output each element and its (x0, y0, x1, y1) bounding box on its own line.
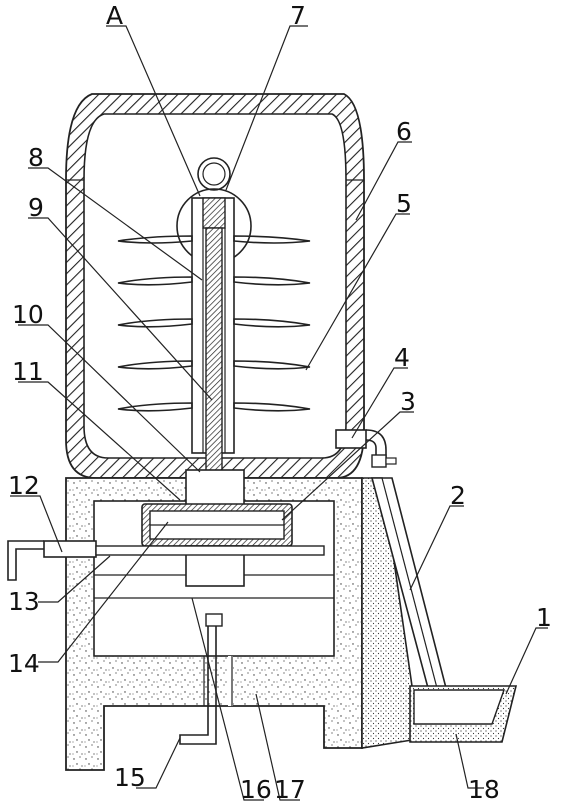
label-15: 15 (114, 763, 146, 792)
label-18: 18 (468, 775, 500, 804)
chute-assembly (361, 477, 518, 749)
label-14: 14 (8, 649, 40, 678)
label-17: 17 (274, 775, 306, 804)
label-13: 13 (8, 587, 40, 616)
label-6: 6 (396, 117, 412, 146)
label-5: 5 (396, 189, 412, 218)
label-9: 9 (28, 193, 44, 222)
label-16: 16 (240, 775, 272, 804)
inlet-pipe (7, 540, 325, 581)
label-11: 11 (12, 357, 44, 386)
gear-assembly (141, 469, 293, 587)
label-4: 4 (394, 343, 410, 372)
outlet-valve (335, 429, 397, 468)
label-12: 12 (8, 471, 40, 500)
threaded-top (202, 197, 226, 229)
label-8: 8 (28, 143, 44, 172)
label-3: 3 (400, 387, 416, 416)
label-1: 1 (536, 603, 552, 632)
lower-block (228, 656, 233, 706)
label-2: 2 (450, 481, 466, 510)
label-a: A (106, 1, 123, 30)
lower-drain (179, 613, 223, 745)
stirring-blades (117, 235, 311, 412)
label-10: 10 (12, 300, 44, 329)
label-7: 7 (290, 1, 306, 30)
part-labels: A 7 8 9 10 11 12 13 14 15 16 17 6 5 4 3 … (8, 1, 552, 804)
leader-lines (10, 25, 548, 801)
